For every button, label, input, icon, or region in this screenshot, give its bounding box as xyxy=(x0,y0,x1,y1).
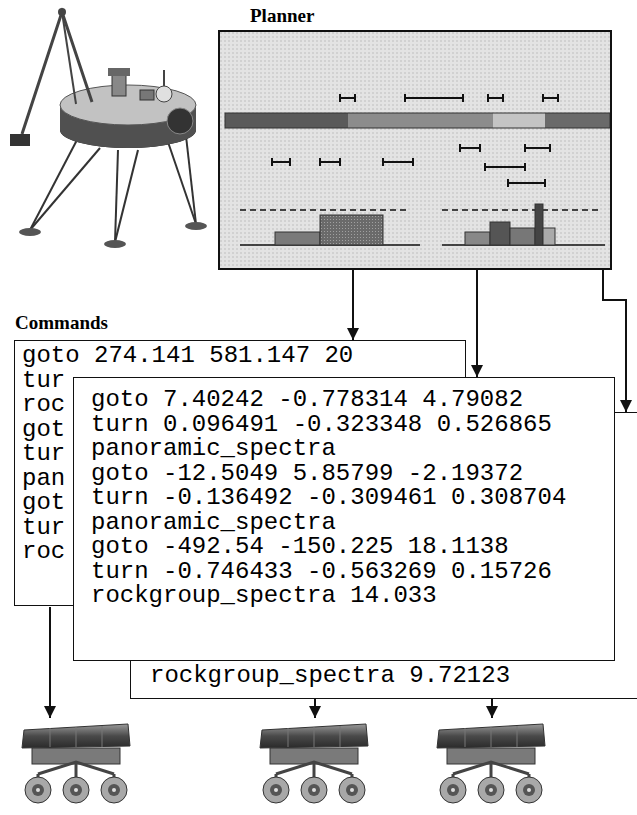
command-line: roc xyxy=(22,393,65,418)
planner-panel: Planner xyxy=(218,30,612,270)
command-line: pan xyxy=(22,467,65,492)
command-line: goto -12.5049 5.85799 -2.19372 xyxy=(91,462,523,487)
art-shape xyxy=(167,108,193,134)
art-shape xyxy=(348,113,493,128)
lander-illustration xyxy=(10,8,207,248)
command-line: turn 0.096491 -0.323348 0.526865 xyxy=(91,413,552,438)
art-shape xyxy=(275,232,320,245)
command-line: goto 274.141 581.147 20 xyxy=(22,344,353,369)
command-line: tur xyxy=(22,442,65,467)
art-shape xyxy=(186,136,196,224)
art-shape xyxy=(240,209,410,211)
command-line: tur xyxy=(22,369,65,394)
rovers xyxy=(22,724,545,803)
art-shape xyxy=(62,12,76,104)
command-line: panoramic_spectra xyxy=(91,437,336,462)
art-shape xyxy=(543,228,555,245)
command-line: rockgroup_spectra 14.033 xyxy=(91,584,437,609)
art-shape xyxy=(272,94,558,187)
art-shape xyxy=(156,86,172,102)
command-line: got xyxy=(22,418,65,443)
command-arrow xyxy=(352,270,354,340)
art-shape xyxy=(442,209,600,211)
art-shape xyxy=(58,8,66,16)
art-shape xyxy=(493,113,545,128)
art-shape xyxy=(22,724,130,803)
art-shape xyxy=(510,228,535,245)
art-shape xyxy=(535,204,543,245)
art-shape xyxy=(218,30,612,270)
art-shape xyxy=(30,136,196,242)
art-shape xyxy=(22,12,92,134)
art-shape xyxy=(163,70,165,86)
art-shape xyxy=(49,607,51,718)
command-line: goto -492.54 -150.225 18.1138 xyxy=(91,535,509,560)
art-shape xyxy=(545,113,610,128)
command-line: tur xyxy=(22,516,65,541)
command-line: turn -0.746433 -0.563269 0.15726 xyxy=(91,560,552,585)
command-line: panoramic_spectra xyxy=(91,511,336,536)
art-shape xyxy=(260,724,368,803)
art-shape xyxy=(185,222,207,230)
art-shape xyxy=(30,148,100,230)
panel-heading: Commands xyxy=(15,312,108,334)
art-shape xyxy=(108,68,130,76)
art-shape xyxy=(19,228,41,236)
command-line: roc xyxy=(22,540,65,565)
art-shape xyxy=(225,113,348,128)
command-line: got xyxy=(22,491,65,516)
art-shape xyxy=(115,150,138,242)
art-shape xyxy=(140,90,154,100)
art-shape xyxy=(437,724,545,803)
command-list-box: goto 7.40242 -0.778314 4.79082turn 0.096… xyxy=(73,377,615,661)
panel-heading: Planner xyxy=(250,5,314,27)
art-shape xyxy=(10,134,30,146)
art-shape xyxy=(490,222,510,245)
command-line: rockgroup_spectra 9.72123 xyxy=(150,664,510,689)
art-shape xyxy=(320,215,383,245)
art-shape xyxy=(104,240,126,248)
art-shape xyxy=(465,232,490,245)
command-arrow xyxy=(476,270,478,377)
art-shape xyxy=(225,113,610,128)
planner-chart xyxy=(218,30,612,270)
art-shape xyxy=(112,74,126,96)
command-line: turn -0.136492 -0.309461 0.308704 xyxy=(91,486,566,511)
command-line: goto 7.40242 -0.778314 4.79082 xyxy=(91,388,523,413)
art-shape xyxy=(30,138,78,230)
